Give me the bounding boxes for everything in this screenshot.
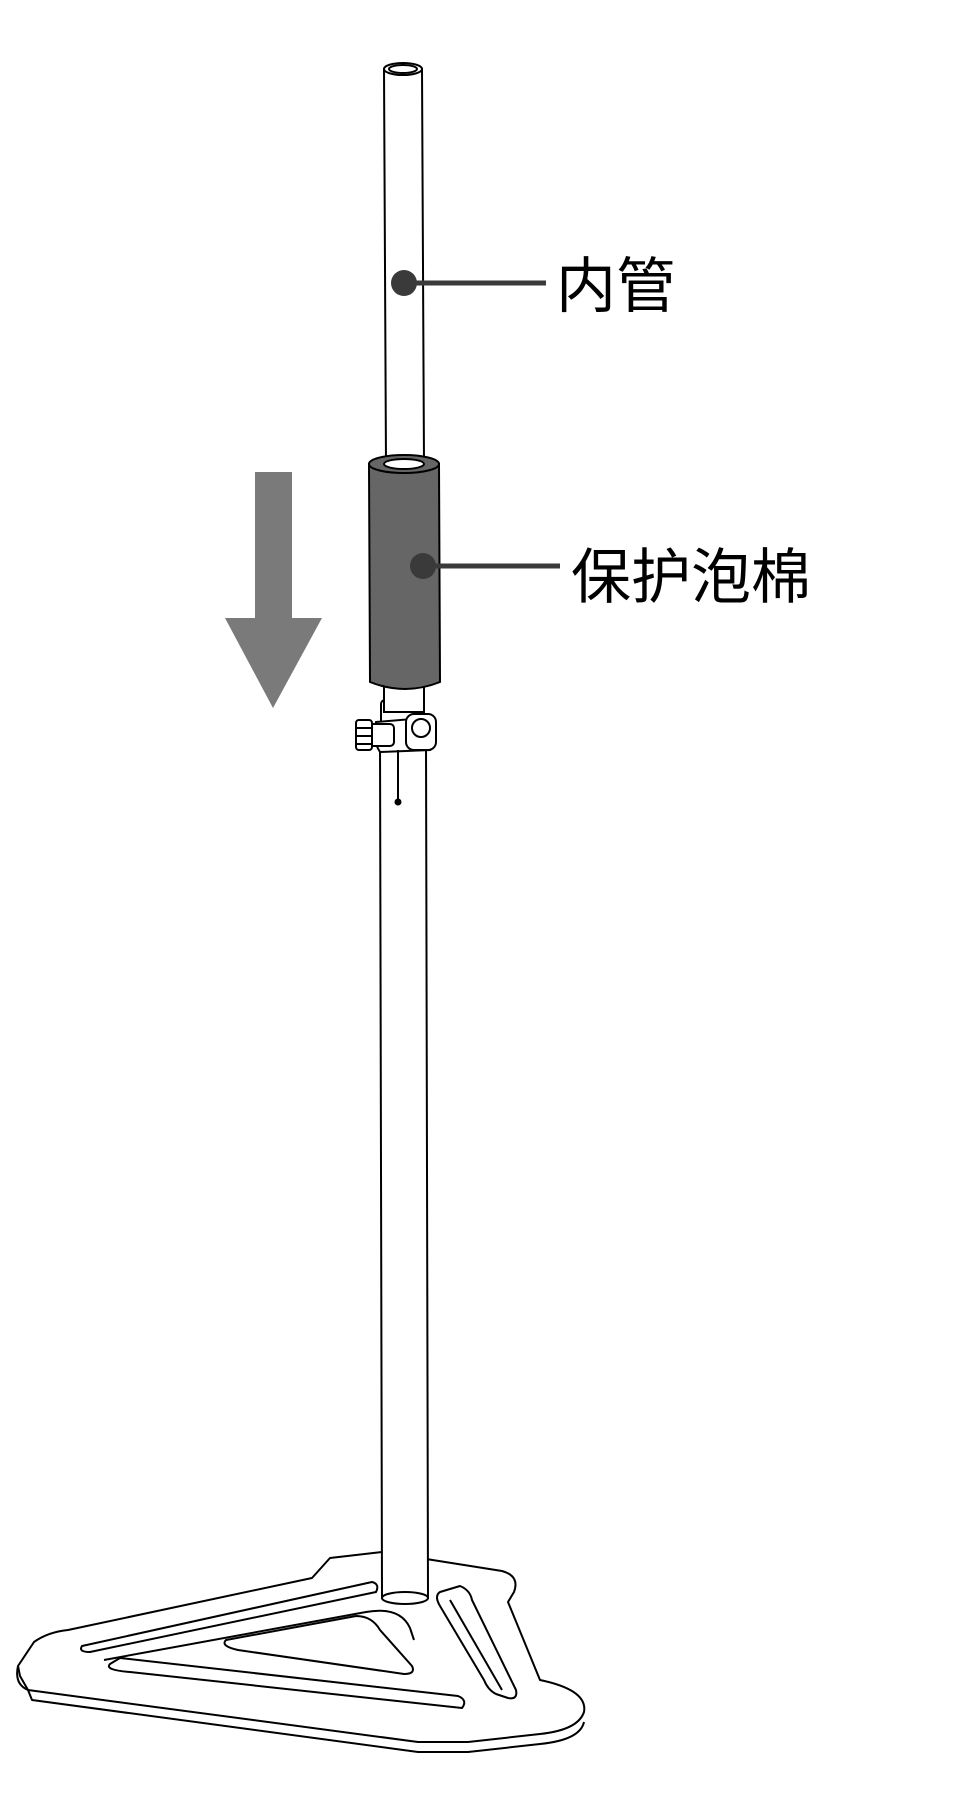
arrow-down-icon xyxy=(225,472,322,708)
protective-foam-label: 保护泡棉 xyxy=(571,543,811,613)
base-slot-lower xyxy=(108,1657,466,1709)
base-slot-long xyxy=(80,1581,379,1653)
outer-tube xyxy=(378,739,430,1605)
leader-inner-tube xyxy=(391,270,546,296)
base-slot-middle xyxy=(223,1615,414,1675)
protective-foam xyxy=(367,454,442,690)
base-plate-edge xyxy=(27,1689,585,1753)
inner-tube-label: 内管 xyxy=(556,252,676,322)
base-slot-right xyxy=(436,1585,518,1700)
leader-protective-foam xyxy=(410,553,560,579)
base-plate xyxy=(16,1551,586,1753)
base-plate-edge-left xyxy=(17,1665,29,1691)
base-slot-right-inner xyxy=(449,1599,503,1691)
